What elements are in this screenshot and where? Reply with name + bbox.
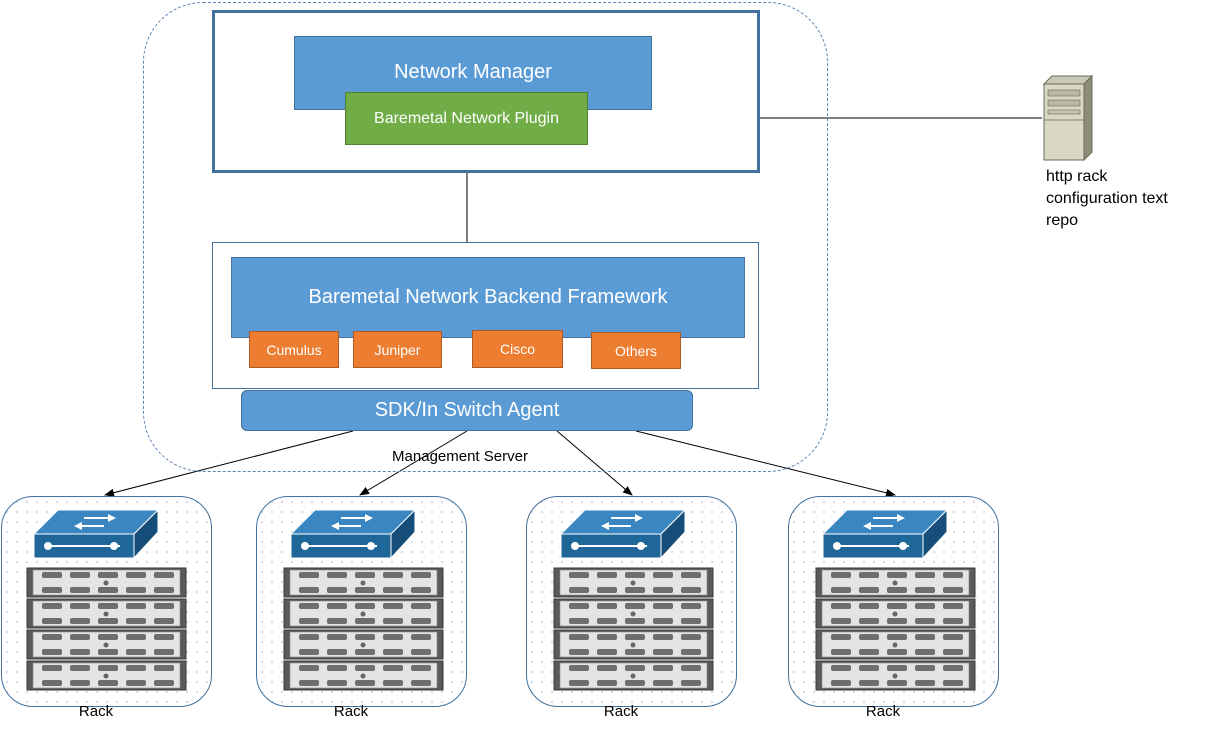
server-unit-icon xyxy=(553,629,714,660)
agent-rack1-arrow xyxy=(104,430,354,497)
server-unit-icon xyxy=(553,660,714,691)
server-unit-icon xyxy=(815,660,976,691)
network-switch-icon xyxy=(821,508,949,560)
rack-3-label: Rack xyxy=(603,703,639,720)
server-unit-icon xyxy=(553,598,714,629)
repo-label: http rack configuration text repo xyxy=(1046,166,1216,232)
rack-4-label: Rack xyxy=(865,703,901,720)
server-unit-icon xyxy=(26,660,187,691)
vendor-juniper: Juniper xyxy=(353,331,442,368)
server-unit-icon xyxy=(283,567,444,598)
server-unit-icon xyxy=(815,598,976,629)
rack-4-equipment xyxy=(815,508,976,691)
agent-rack2-arrow xyxy=(359,430,468,496)
vendor-cumulus: Cumulus xyxy=(249,331,339,368)
sdk-switch-agent-box: SDK/In Switch Agent xyxy=(241,390,693,431)
server-unit-icon xyxy=(815,567,976,598)
baremetal-network-plugin-box: Baremetal Network Plugin xyxy=(345,92,588,145)
server-tower-icon xyxy=(1042,74,1094,162)
repo-label-line-2: configuration text xyxy=(1046,190,1168,207)
management-server-region xyxy=(143,2,828,472)
vendor-cisco: Cisco xyxy=(472,330,563,368)
network-switch-icon xyxy=(289,508,417,560)
server-unit-icon xyxy=(283,598,444,629)
agent-rack4-arrow xyxy=(635,430,896,497)
repo-label-line-3: repo xyxy=(1046,212,1079,229)
rack-1-equipment xyxy=(26,508,187,691)
rack-2-equipment xyxy=(283,508,444,691)
server-unit-icon xyxy=(283,629,444,660)
network-switch-icon xyxy=(32,508,160,560)
management-server-label: Management Server xyxy=(392,448,528,465)
server-unit-icon xyxy=(553,567,714,598)
server-unit-icon xyxy=(815,629,976,660)
rack-3-equipment xyxy=(553,508,714,691)
server-unit-icon xyxy=(26,567,187,598)
repo-label-line-1: http rack xyxy=(1046,168,1108,185)
rack-1-label: Rack xyxy=(78,703,114,720)
backend-framework-box: Baremetal Network Backend Framework xyxy=(231,257,745,338)
rack-2-label: Rack xyxy=(333,703,369,720)
vendor-others: Others xyxy=(591,332,681,369)
server-unit-icon xyxy=(26,629,187,660)
network-switch-icon xyxy=(559,508,687,560)
agent-rack3-arrow xyxy=(556,430,633,496)
server-unit-icon xyxy=(283,660,444,691)
server-unit-icon xyxy=(26,598,187,629)
